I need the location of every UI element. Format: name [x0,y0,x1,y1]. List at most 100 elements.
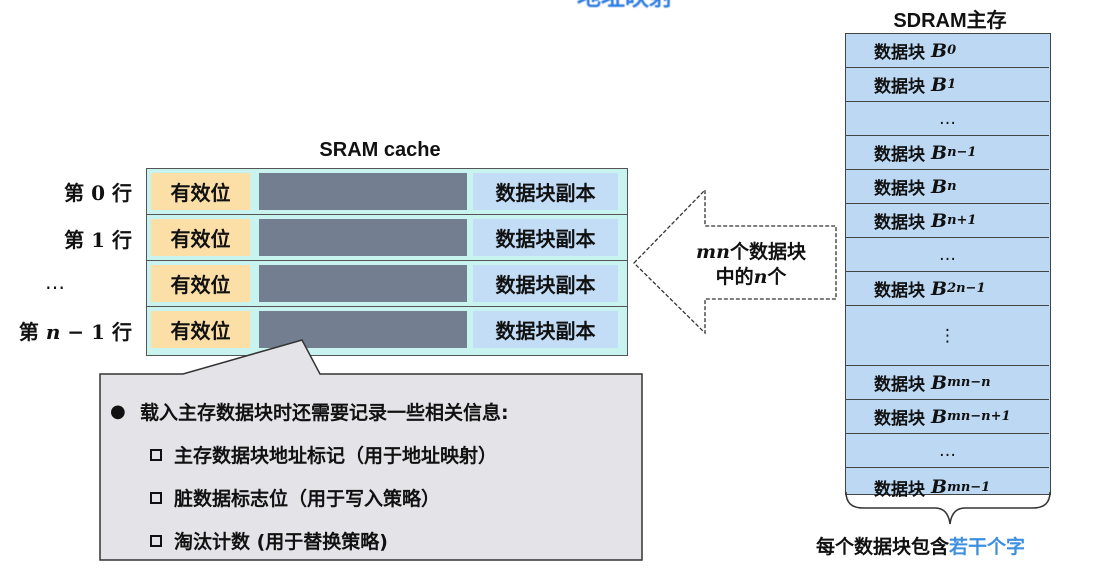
arrow-text-1: 个数据块 [729,241,806,263]
block-symbol: B [931,209,948,232]
cache-line: 有效位 数据块副本 [147,169,627,215]
sdram-title: SDRAM主存 [893,10,1007,32]
block-index: mn−n+1 [947,409,1011,424]
left-arrow-icon [633,188,837,335]
block-label: 数据块 [874,179,925,199]
label-prefix: 第 [64,181,85,205]
callout-item: 淘汰计数 (用于替换策略) [110,519,650,562]
block-index: mn−n [947,375,991,390]
block-symbol: B [931,476,948,498]
callout-item-text: 主存数据块地址标记（用于地址映射） [174,445,498,467]
block-symbol: B [931,175,948,198]
square-bullet-icon [150,534,162,547]
block-label: 数据块 [874,409,925,429]
arrow-label: mn个数据块 中的n个 [680,240,822,290]
callout-text: ● 载入主存数据块时还需要记录一些相关信息: 主存数据块地址标记（用于地址映射）… [110,390,650,562]
label-num: − 1 [60,320,106,344]
tag-field [259,173,467,210]
block-symbol: B [931,277,948,300]
block-index: 0 [947,43,957,58]
var-mn: mn [696,241,730,263]
arrow-label-line1: mn个数据块 [680,240,822,265]
arrow-text-3: 个 [767,266,787,288]
valid-bit: 有效位 [151,173,250,210]
block-index: n−1 [947,145,977,160]
cache-title: SRAM cache [319,139,441,161]
callout-item-text: 淘汰计数 (用于替换策略) [174,531,388,553]
label-prefix: 第 [18,320,39,344]
footer-text: 每个数据块包含 [816,536,950,558]
cache-row-label: 第 0 行 [0,177,132,206]
slide-title-fragment: 地址映射 [540,0,710,8]
label-suffix: 行 [112,320,132,344]
block-symbol: B [931,39,948,62]
block-label: 数据块 [874,375,925,395]
label-prefix: 第 [64,228,85,252]
callout-heading-line: ● 载入主存数据块时还需要记录一些相关信息: [110,390,650,433]
footer-highlight: 若干个字 [949,536,1026,558]
ellipsis-row: … [846,102,1049,136]
valid-bit: 有效位 [151,311,250,348]
label-var: n [45,320,61,344]
block-index: 2n−1 [947,281,986,296]
block-index: 1 [947,77,957,92]
block-label: 数据块 [874,43,925,63]
arrow-text-2: 中的 [715,266,754,288]
data-block-copy: 数据块副本 [473,173,618,210]
label-suffix: 行 [112,228,132,252]
square-bullet-icon [150,448,162,461]
tag-field [259,265,467,302]
cache-line: 有效位 数据块副本 [147,215,627,261]
cache-row-label: … [0,270,110,294]
block-label: 数据块 [874,213,925,233]
tag-field [259,219,467,256]
block-index: n+1 [947,213,977,228]
bullet-icon: ● [110,401,126,422]
ellipsis: ⋮ [939,325,956,346]
footer-caption: 每个数据块包含若干个字 [816,532,1025,559]
label-num: 0 [91,181,106,205]
ellipsis: … [939,108,956,129]
block-label: 数据块 [874,479,925,500]
ellipsis-row: … [846,238,1049,272]
valid-bit: 有效位 [151,219,250,256]
block-index: n [947,179,957,194]
block-symbol: B [931,141,948,164]
block-index: mn−1 [947,479,991,495]
cache-line: 有效位 数据块副本 [147,307,627,355]
square-bullet-icon [150,491,162,504]
data-block-copy: 数据块副本 [473,265,618,302]
block-label: 数据块 [874,145,925,165]
block-symbol: B [931,371,948,394]
sram-cache: 有效位 数据块副本 有效位 数据块副本 有效位 数据块副本 有效位 数据块副本 [146,168,628,356]
cache-row-label: 第 1 行 [0,224,132,253]
cache-line: 有效位 数据块副本 [147,261,627,307]
callout-item: 主存数据块地址标记（用于地址映射） [110,433,650,476]
label-suffix: 行 [112,181,132,205]
block-symbol: B [931,73,948,96]
block-label: 数据块 [874,281,925,301]
data-block-copy: 数据块副本 [473,311,618,348]
cache-row-label: 第 n − 1 行 [0,316,132,345]
label-ellipsis: … [45,270,65,294]
ellipsis: … [939,440,956,461]
label-num: 1 [91,228,106,252]
data-block-copy: 数据块副本 [473,219,618,256]
ellipsis: … [939,244,956,265]
block-label: 数据块 [874,77,925,97]
ellipsis-row: … [846,434,1049,468]
callout-shape [99,339,643,561]
brace-icon [845,491,1051,525]
var-n: n [753,266,768,288]
callout-heading: 载入主存数据块时还需要记录一些相关信息: [140,402,509,424]
